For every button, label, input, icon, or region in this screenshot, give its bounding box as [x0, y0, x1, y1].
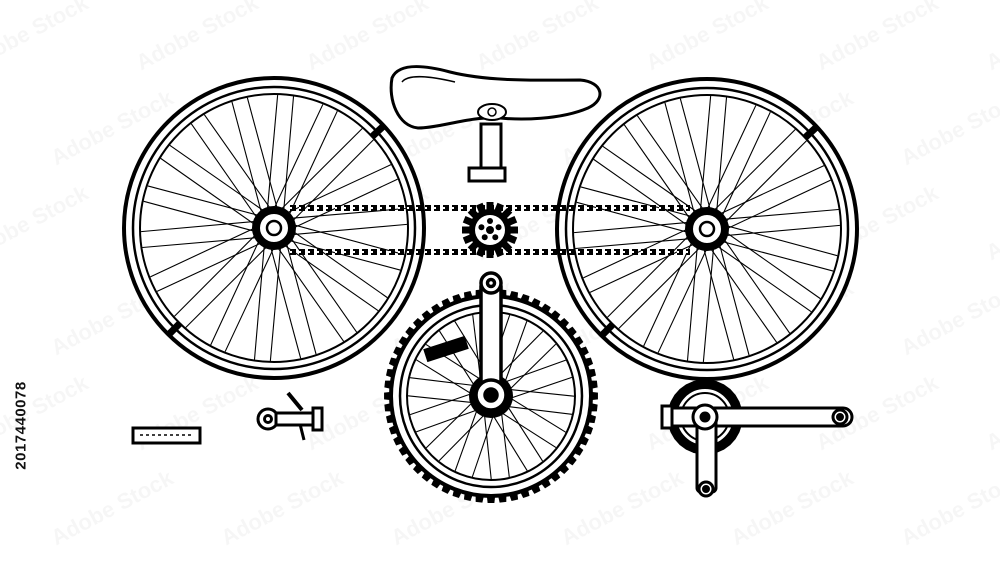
rear-wheel	[122, 76, 426, 380]
crankset	[660, 379, 854, 498]
sprocket	[462, 202, 518, 258]
brake-lever	[256, 391, 324, 441]
stock-id-label: 2017440078	[8, 300, 34, 550]
pedal	[131, 426, 202, 445]
front-wheel	[555, 77, 859, 381]
crank-arm	[423, 271, 508, 412]
saddle	[389, 65, 602, 183]
stock-id-text: 2017440078	[12, 380, 30, 470]
